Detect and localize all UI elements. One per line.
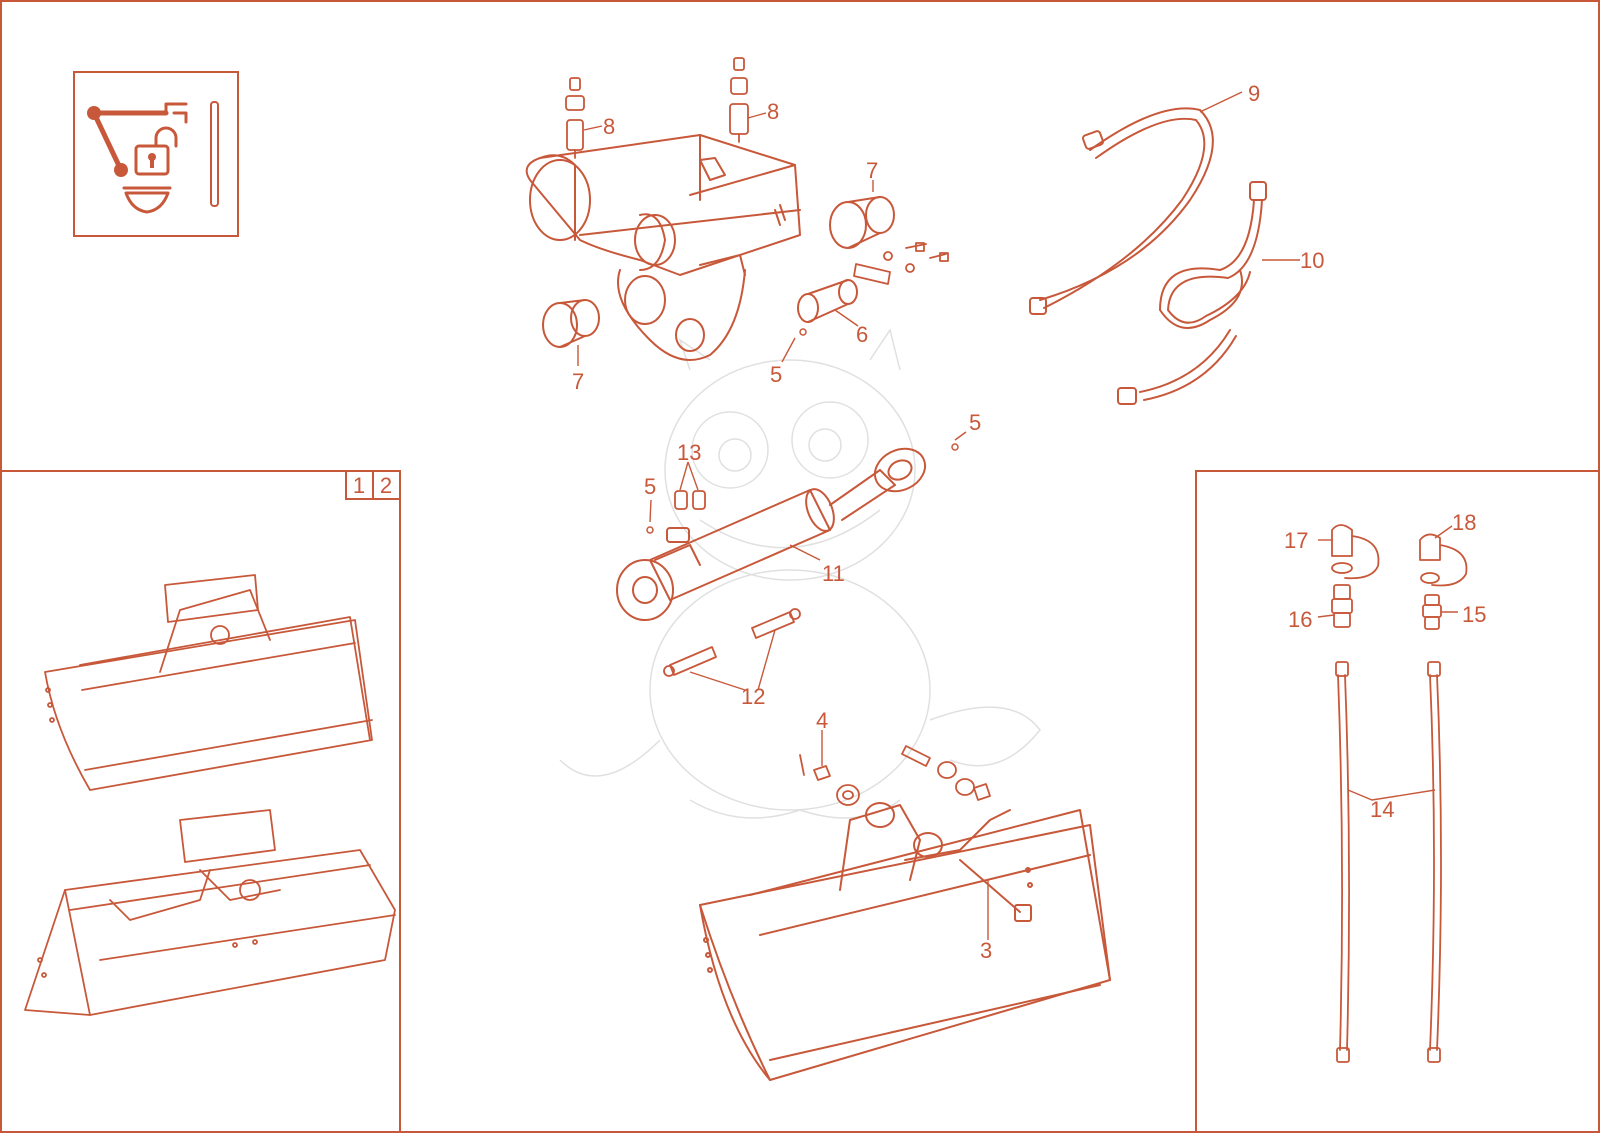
variant-box: 1 2 xyxy=(345,470,401,500)
label-13: 13 xyxy=(677,440,701,465)
coupler-16 xyxy=(1331,584,1353,628)
fitting-8-left xyxy=(565,77,585,159)
variant-2-bucket xyxy=(24,809,396,1016)
callout-lines xyxy=(577,91,1458,940)
hose-10 xyxy=(1117,181,1267,405)
label-8-right: 8 xyxy=(767,99,779,124)
label-17: 17 xyxy=(1284,528,1308,553)
tilt-bracket xyxy=(525,134,801,361)
fittings-12 xyxy=(663,608,801,677)
dust-cap-18 xyxy=(1419,533,1468,587)
label-8-left: 8 xyxy=(603,114,615,139)
label-12: 12 xyxy=(741,684,765,709)
dust-cap-17 xyxy=(1331,524,1380,580)
lock-plate-hardware xyxy=(853,242,949,285)
label-6: 6 xyxy=(856,322,868,347)
tilt-bucket-main xyxy=(699,802,1111,1081)
label-14: 14 xyxy=(1370,797,1394,822)
variant-cell-1: 1 xyxy=(353,473,365,498)
label-5-upper: 5 xyxy=(770,362,782,387)
label-11: 11 xyxy=(822,561,845,586)
hose-9 xyxy=(1029,107,1214,315)
label-5-right: 5 xyxy=(969,410,981,435)
hoses-14 xyxy=(1335,661,1442,1063)
fasteners-4 xyxy=(799,745,991,806)
grease-nipple xyxy=(646,328,959,534)
variant-cell-2: 2 xyxy=(380,473,392,498)
pin-6 xyxy=(797,279,858,323)
label-15: 15 xyxy=(1462,602,1486,627)
label-5-left: 5 xyxy=(644,474,656,499)
fittings-13 xyxy=(674,490,706,510)
tilt-cylinder-11 xyxy=(616,447,927,621)
part-labels: 8 8 7 7 6 5 5 5 9 10 13 11 12 4 3 17 18 … xyxy=(572,81,1486,963)
label-18: 18 xyxy=(1452,510,1476,535)
watermark-creature xyxy=(559,328,1041,819)
quick-coupler-panel xyxy=(1195,470,1599,1132)
label-10: 10 xyxy=(1300,248,1324,273)
label-9: 9 xyxy=(1248,81,1260,106)
variant-panel: 1 2 xyxy=(1,470,401,1132)
variant-1-bucket xyxy=(44,574,373,791)
lock-unlock-tilt-icon xyxy=(73,71,239,237)
coupler-15 xyxy=(1422,594,1442,630)
bushing-7-lower xyxy=(542,299,600,348)
label-7-upper: 7 xyxy=(866,158,878,183)
label-3: 3 xyxy=(980,938,992,963)
fitting-8-right xyxy=(729,57,749,143)
label-16: 16 xyxy=(1288,607,1312,632)
label-7-lower: 7 xyxy=(572,369,584,394)
label-4: 4 xyxy=(816,708,828,733)
bushing-7-upper xyxy=(829,196,895,249)
